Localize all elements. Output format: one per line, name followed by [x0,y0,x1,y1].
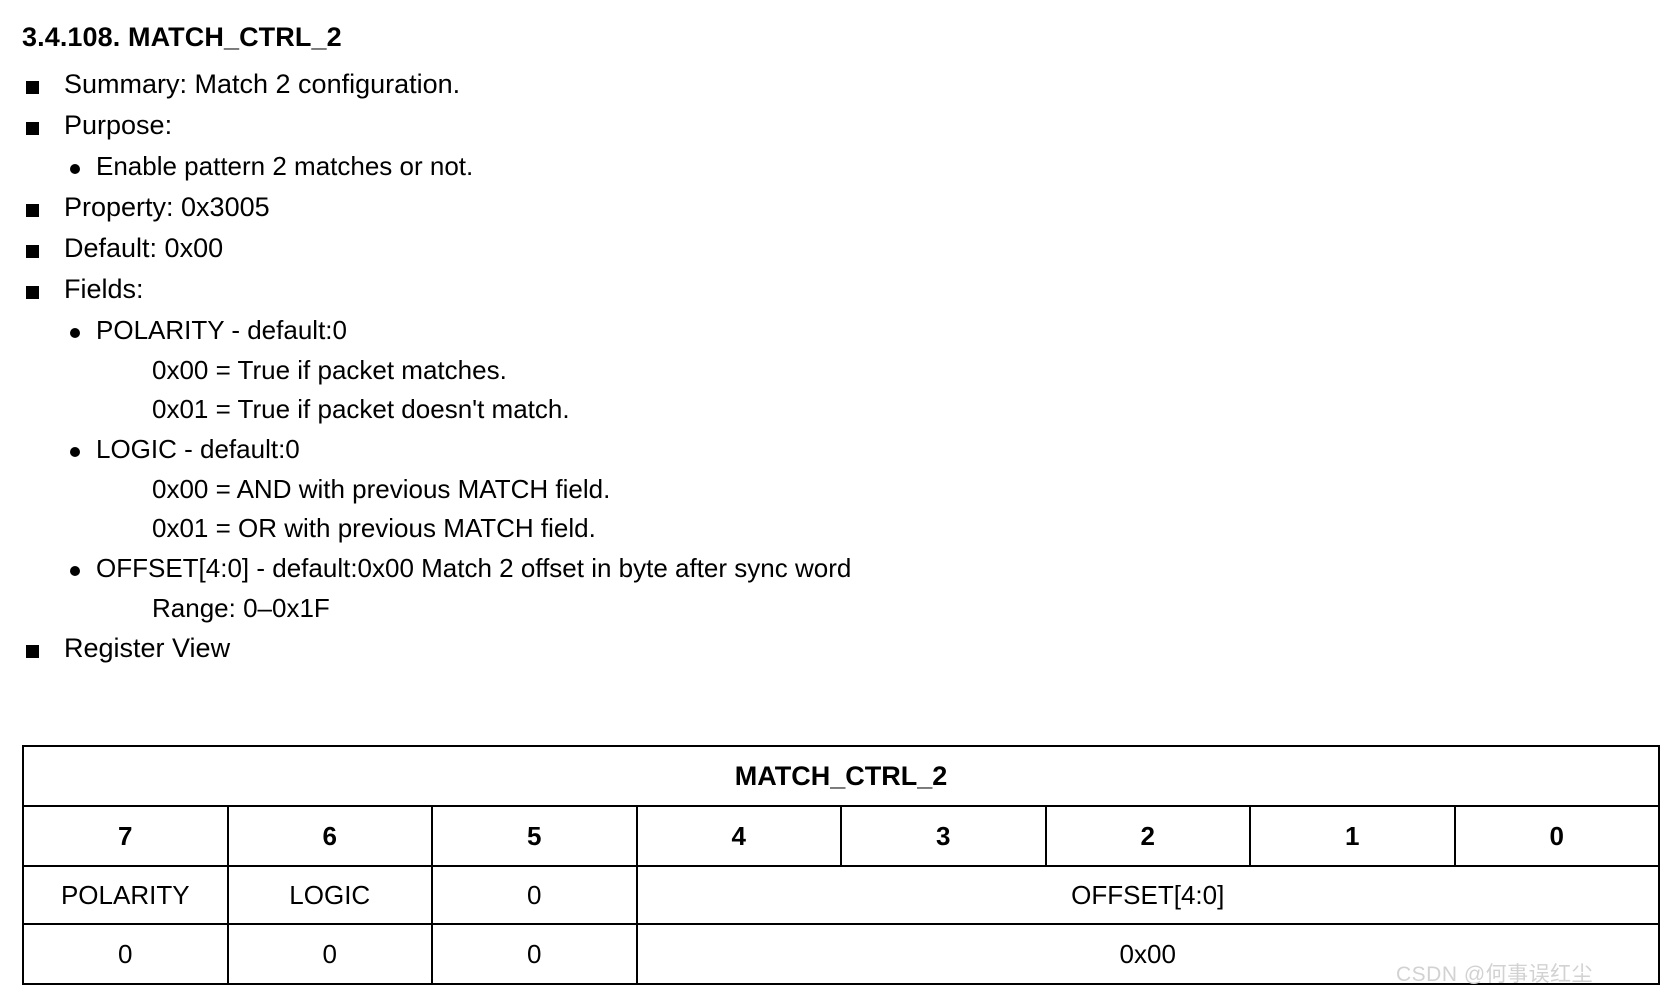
list-item-label: LOGIC - default:0 [96,434,300,464]
list-item-label: Property: 0x3005 [64,192,270,222]
list-item: Register View [0,628,1678,669]
square-bullet-icon [26,645,39,658]
list-item: OFFSET[4:0] - default:0x00 Match 2 offse… [0,548,1678,589]
list-item-label: Fields: [64,274,144,304]
square-bullet-icon [26,204,39,217]
list-item-label: 0x01 = OR with previous MATCH field. [152,513,596,543]
disc-bullet-icon [70,447,80,457]
list-item-label: 0x01 = True if packet doesn't match. [152,394,570,424]
list-item: Purpose: [0,105,1678,146]
list-item-label: Purpose: [64,110,173,140]
disc-bullet-icon [70,164,80,174]
list-item-label: Enable pattern 2 matches or not. [96,151,474,181]
field-default-cell: 0x00 [635,923,1660,985]
list-item-label: 0x00 = AND with previous MATCH field. [152,474,611,504]
field-default-cell: 0 [226,923,433,985]
page-title: 3.4.108. MATCH_CTRL_2 [22,22,342,52]
bit-index-cell: 4 [635,805,842,867]
field-name-cell: POLARITY [22,865,229,925]
list-item-label: 0x00 = True if packet matches. [152,355,507,385]
bit-index-cell: 2 [1044,805,1251,867]
list-item: 0x00 = AND with previous MATCH field. [0,470,1678,509]
list-item: Default: 0x00 [0,228,1678,269]
list-item: LOGIC - default:0 [0,429,1678,470]
list-item-label: Range: 0–0x1F [152,593,330,623]
square-bullet-icon [26,81,39,94]
bit-index-cell: 5 [431,805,638,867]
register-description-list: Summary: Match 2 configuration. Purpose: E… [0,64,1678,669]
list-item-label: POLARITY - default:0 [96,315,347,345]
field-name-cell: 0 [431,865,638,925]
list-item-label: Default: 0x00 [64,233,224,263]
list-item-label: Register View [64,633,231,663]
register-name-cell: MATCH_CTRL_2 [22,745,1660,807]
disc-bullet-icon [70,566,80,576]
list-item: Enable pattern 2 matches or not. [0,146,1678,187]
square-bullet-icon [26,245,39,258]
list-item: 0x01 = True if packet doesn't match. [0,390,1678,429]
list-item: Property: 0x3005 [0,187,1678,228]
bit-index-cell: 0 [1453,805,1660,867]
list-item: Fields: [0,269,1678,310]
list-item: 0x01 = OR with previous MATCH field. [0,509,1678,548]
field-default-cell: 0 [431,923,638,985]
field-name-cell: LOGIC [226,865,433,925]
list-item: 0x00 = True if packet matches. [0,351,1678,390]
field-name-cell: OFFSET[4:0] [635,865,1660,925]
list-item: Range: 0–0x1F [0,589,1678,628]
list-item-label: Summary: Match 2 configuration. [64,69,461,99]
list-item-label: OFFSET[4:0] - default:0x00 Match 2 offse… [96,553,852,583]
bit-index-cell: 3 [840,805,1047,867]
field-default-cell: 0 [22,923,229,985]
square-bullet-icon [26,122,39,135]
disc-bullet-icon [70,328,80,338]
bit-index-cell: 1 [1249,805,1456,867]
list-item: POLARITY - default:0 [0,310,1678,351]
list-item: Summary: Match 2 configuration. [0,64,1678,105]
bit-index-cell: 6 [226,805,433,867]
bit-index-cell: 7 [22,805,229,867]
register-name-row: MATCH_CTRL_2 [22,745,1660,807]
square-bullet-icon [26,286,39,299]
